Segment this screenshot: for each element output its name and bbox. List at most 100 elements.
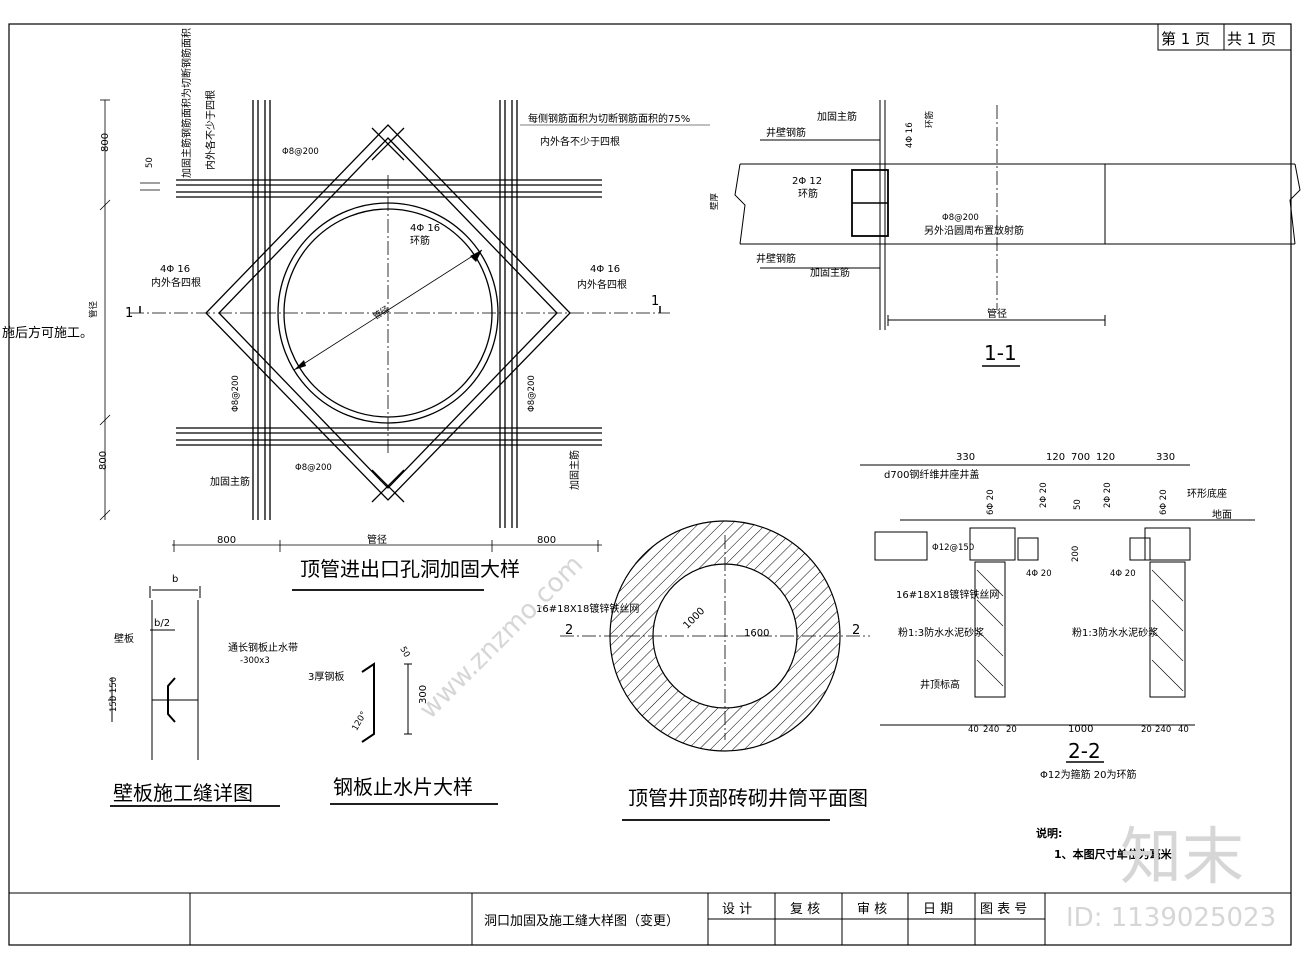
- watermark-brand: 知末: [1120, 820, 1244, 893]
- s22-ground: 地面: [1212, 508, 1232, 521]
- shaft-mesh: 16#18X18镀锌铁丝网: [536, 602, 639, 615]
- s22-dim-700: 700: [1071, 452, 1090, 463]
- s11-ring: 环筋: [798, 187, 818, 200]
- steel-plate-detail: 3厚钢板 50 300 120° 钢板止水片大样: [308, 645, 498, 805]
- s22-dim-40b: 40: [1178, 725, 1189, 735]
- page-total: 共 1 页: [1227, 30, 1276, 48]
- design-label: 设 计: [722, 902, 752, 917]
- s11-bars: 2Φ 12: [792, 176, 822, 187]
- top-note-2: 内外各不少于四根: [540, 135, 620, 148]
- s22-cover: d700钢纤维井座井盖: [884, 468, 979, 481]
- s22-bar4-right: 4Φ 20: [1110, 569, 1136, 579]
- vertical-note-1: 加固主筋钢筋面积为切断钢筋面积: [180, 28, 193, 178]
- s11-wall-rebar-bottom: 井壁钢筋: [756, 252, 796, 265]
- wj-waterstop: 通长钢板止水带: [228, 641, 298, 654]
- sheet-no-label: 图 表 号: [980, 902, 1027, 917]
- dim-pipe-left: 管径: [88, 300, 99, 318]
- side-sub-left: 内外各四根: [151, 276, 201, 289]
- s11-wall-rebar-top: 井壁钢筋: [766, 126, 806, 139]
- shaft-r-outer: 1600: [744, 628, 769, 639]
- notes-heading: 说明:: [1036, 826, 1062, 840]
- dim-800-bottom-left: 800: [98, 451, 109, 470]
- s22-dim-120a: 120: [1046, 452, 1065, 463]
- phi-spacing-top: Φ8@200: [282, 147, 319, 157]
- s22-dim-330b: 330: [1156, 452, 1175, 463]
- sp-title: 钢板止水片大样: [333, 775, 473, 799]
- phi-spacing-bottom: Φ8@200: [295, 463, 332, 473]
- sheet-frame: [8, 23, 1292, 946]
- s22-bar6-right: 6Φ 20: [1159, 489, 1169, 515]
- sp-dim-300: 300: [418, 685, 429, 704]
- s22-dim-240b: 240: [1155, 725, 1171, 735]
- reinforce-label-right: 加固主筋: [568, 450, 581, 490]
- drawing-name: 洞口加固及施工缝大样图（变更）: [484, 913, 679, 929]
- s22-dim-240a: 240: [983, 725, 999, 735]
- shaft-title: 顶管井顶部砖砌井筒平面图: [628, 786, 868, 810]
- s22-dim-50: 50: [1073, 499, 1083, 510]
- dim-800-bottom-b: 800: [537, 535, 556, 546]
- dim-800-bottom-a: 800: [217, 535, 236, 546]
- s22-dim-330a: 330: [956, 452, 975, 463]
- s22-dim-120b: 120: [1096, 452, 1115, 463]
- s11-reinforce-top: 加固主筋: [817, 110, 857, 123]
- wj-title: 壁板施工缝详图: [113, 781, 253, 805]
- date-label: 日 期: [923, 902, 953, 917]
- wj-b-half: b/2: [154, 618, 170, 629]
- side-label-left: 4Φ 16: [160, 264, 190, 275]
- reinforce-label: 加固主筋: [210, 475, 250, 488]
- watermark-id: ID: 1139025023: [1066, 903, 1276, 933]
- dim-50: 50: [145, 157, 155, 168]
- s22-ring-base: 环形底座: [1187, 487, 1227, 500]
- page-number: 第 1 页: [1161, 30, 1210, 48]
- s22-note: Φ12为箍筋 20为环筋: [1040, 768, 1137, 781]
- s22-bar2-left: 2Φ 20: [1039, 482, 1049, 508]
- s22-dim-20b: 20: [1141, 725, 1152, 735]
- sp-dim-50: 50: [397, 645, 411, 659]
- main-detail-title: 顶管进出口孔洞加固大样: [300, 557, 520, 581]
- s11-top-bar: 4Φ 16: [905, 122, 915, 148]
- section-mark-left: 1: [125, 306, 133, 321]
- s22-title: 2-2: [1068, 739, 1101, 763]
- s22-top-level: 井顶标高: [920, 678, 960, 691]
- ring-sub: 环筋: [410, 234, 430, 247]
- dim-800-top-left: 800: [100, 133, 111, 152]
- vertical-note-2: 内外各不少于四根: [204, 90, 217, 170]
- s22-plaster-right: 粉1:3防水水泥砂浆: [1072, 626, 1158, 639]
- shaft-plan: 16#18X18镀锌铁丝网 1000 1600 2 2 顶管井顶部砖砌井筒平面图: [536, 520, 870, 821]
- side-label-right: 4Φ 16: [590, 264, 620, 275]
- wj-b: b: [172, 574, 178, 585]
- ring-pipe-dia: 管径: [371, 304, 392, 323]
- s11-title: 1-1: [984, 341, 1017, 365]
- ring-label: 4Φ 16: [410, 223, 440, 234]
- s22-dim-40a: 40: [968, 725, 979, 735]
- wj-wall: 壁板: [114, 632, 134, 645]
- s11-wall-thickness: 壁厚: [709, 192, 720, 210]
- phi-spacing-left: Φ8@200: [231, 375, 241, 412]
- s11-pipe-dia: 管径: [987, 307, 1007, 320]
- s22-phi12: Φ12@150: [932, 543, 974, 553]
- shaft-mark-left: 2: [565, 623, 573, 638]
- side-note-left: 施后方可施工。: [2, 325, 93, 341]
- s22-mesh: 16#18X18镀锌铁丝网: [896, 588, 999, 601]
- s22-dim-20a: 20: [1006, 725, 1017, 735]
- wj-waterstop-size: -300x3: [240, 656, 270, 666]
- shaft-mark-right: 2: [852, 623, 860, 638]
- section-mark-right: 1: [651, 294, 659, 309]
- phi-spacing-right: Φ8@200: [527, 375, 537, 412]
- s11-radial: 另外沿圆周布置放射筋: [924, 224, 1024, 237]
- dim-pipe-bottom: 管径: [367, 533, 387, 546]
- s22-bar2-right: 2Φ 20: [1103, 482, 1113, 508]
- sp-plate: 3厚钢板: [308, 670, 344, 683]
- wj-dims: 150 150: [109, 677, 119, 712]
- review-label: 审 核: [857, 902, 887, 917]
- wall-joint-detail: b b/2 壁板 通长钢板止水带 -300x3 150 150 壁板施工缝详图: [108, 574, 298, 807]
- sp-angle: 120°: [350, 710, 369, 733]
- s22-bar6-left: 6Φ 20: [986, 489, 996, 515]
- notes-item1: 1、本图尺寸单位为毫米。: [1054, 847, 1183, 861]
- check-label: 复 核: [790, 902, 820, 917]
- s22-plaster-left: 粉1:3防水水泥砂浆: [898, 626, 984, 639]
- section-2-2: 330 120 700 120 330 d700钢纤维井座井盖 环形底座 地面 …: [860, 452, 1255, 781]
- side-sub-right: 内外各四根: [577, 278, 627, 291]
- s11-reinforce-bottom: 加固主筋: [810, 266, 850, 279]
